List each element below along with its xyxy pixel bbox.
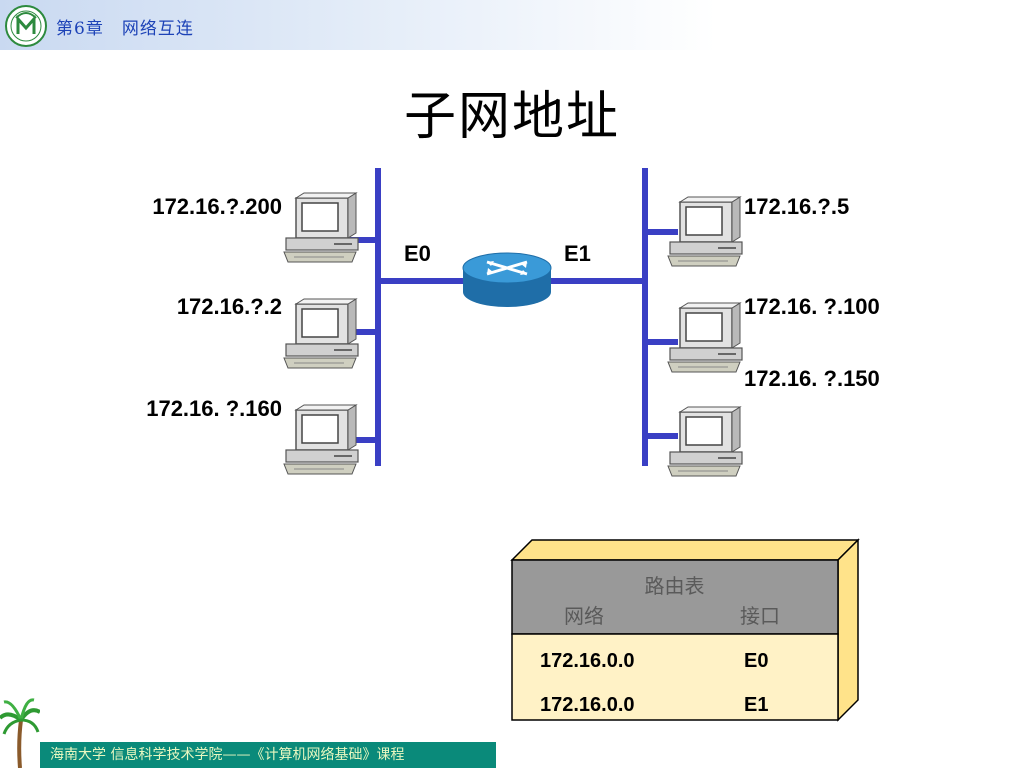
chapter-heading: 第6章网络互连 <box>56 14 194 39</box>
right-host-1-ip: 172.16.?.5 <box>744 194 850 219</box>
router-port-e0: E0 <box>404 241 431 266</box>
left-host-3-ip: 172.16. ?.160 <box>146 396 282 421</box>
routing-row-1-interface: E0 <box>744 650 769 672</box>
left-host-2-ip: 172.16.?.2 <box>176 294 282 319</box>
routing-table-frame <box>510 538 860 722</box>
left-pc-2-icon <box>283 298 359 369</box>
routing-table-col-network: 网络 <box>564 604 604 628</box>
router-icon <box>462 252 552 307</box>
university-logo-icon <box>5 5 47 47</box>
palm-tree-icon <box>0 698 40 768</box>
right-pc-3-icon <box>667 406 743 477</box>
left-host-1-ip: 172.16.?.200 <box>152 194 282 219</box>
routing-row-2-interface: E1 <box>744 694 769 716</box>
footer-bar: 海南大学 信息科学技术学院——《计算机网络基础》课程 <box>40 742 496 768</box>
routing-row-2-network: 172.16.0.0 <box>540 694 635 716</box>
right-pc-1-icon <box>667 196 743 267</box>
left-pc-3-icon <box>283 404 359 475</box>
right-host-2-ip: 172.16. ?.100 <box>744 294 880 319</box>
router-port-e1: E1 <box>564 241 591 266</box>
routing-row-1-network: 172.16.0.0 <box>540 650 635 672</box>
right-host-3-ip: 172.16. ?.150 <box>744 366 880 391</box>
routing-table-col-interface: 接口 <box>740 604 780 628</box>
header-bar <box>0 0 1024 50</box>
left-pc-1-icon <box>283 192 359 263</box>
chapter-label: 第6章 <box>56 19 104 39</box>
chapter-name: 网络互连 <box>121 19 194 39</box>
routing-table-title: 路由表 <box>644 574 705 598</box>
page-title: 子网地址 <box>403 87 620 147</box>
right-pc-2-icon <box>667 302 743 373</box>
